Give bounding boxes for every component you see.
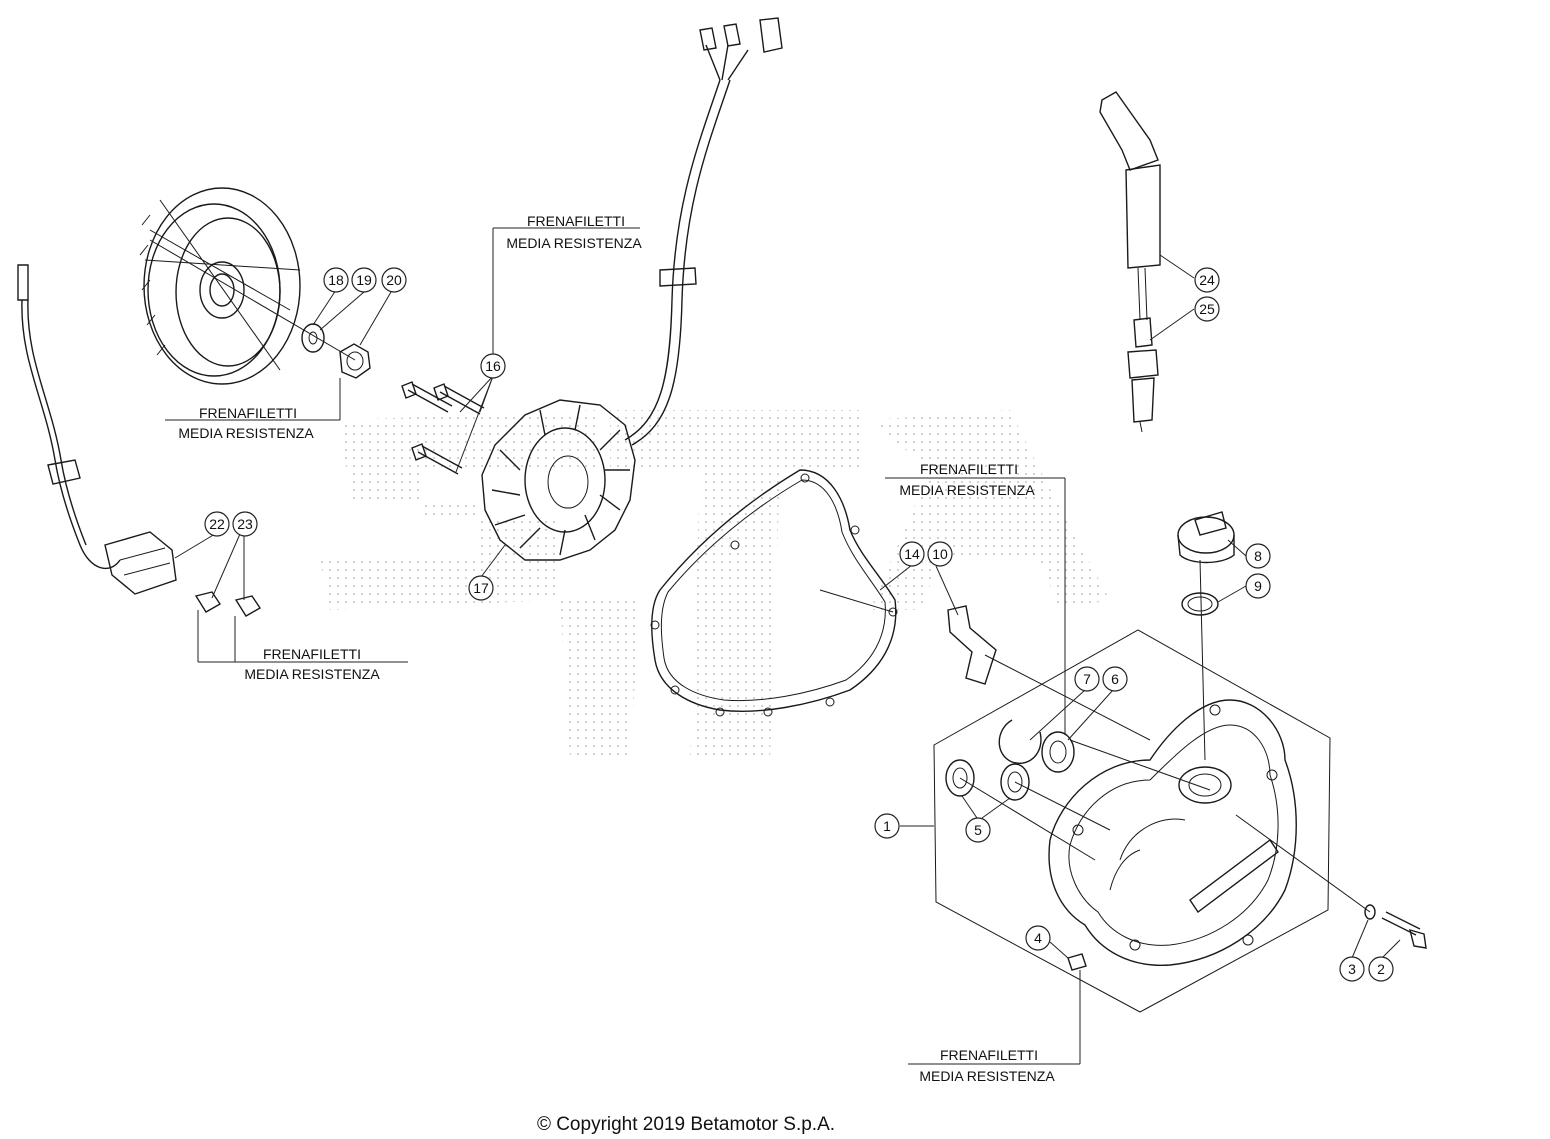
ignition-cap (1099, 91, 1161, 321)
callout-16: 16 (480, 353, 506, 379)
watermark-logo (320, 410, 1110, 760)
callout-1: 1 (874, 813, 900, 839)
svg-text:16: 16 (485, 358, 501, 374)
copyright-text: © Copyright 2019 Betamotor S.p.A. (537, 1114, 835, 1135)
svg-text:6: 6 (1111, 671, 1119, 687)
callout-7: 7 (1074, 666, 1100, 692)
note-line-2: MEDIA RESISTENZA (506, 235, 642, 251)
stator-wire-harness (624, 17, 783, 446)
note-line-2: MEDIA RESISTENZA (919, 1068, 1055, 1084)
callout-5: 5 (965, 817, 991, 843)
callout-3: 3 (1339, 956, 1365, 982)
callout-20: 20 (381, 267, 407, 293)
oil-seal-right (1041, 731, 1075, 773)
callout-19: 19 (351, 267, 377, 293)
callout-24: 24 (1194, 267, 1220, 293)
note-line-1: FRENAFILETTI (920, 461, 1018, 477)
callout-8: 8 (1245, 543, 1271, 569)
svg-text:2: 2 (1377, 961, 1385, 977)
callout-25: 25 (1194, 296, 1220, 322)
svg-text:25: 25 (1199, 301, 1215, 317)
svg-text:23: 23 (237, 516, 253, 532)
svg-text:9: 9 (1254, 578, 1262, 594)
callout-9: 9 (1245, 573, 1271, 599)
note-line-1: FRENAFILETTI (263, 646, 361, 662)
thread-lock-note-4: FRENAFILETTI MEDIA RESISTENZA (899, 461, 1035, 498)
callout-22: 22 (204, 511, 230, 537)
circlip (998, 719, 1042, 764)
note-line-2: MEDIA RESISTENZA (178, 425, 314, 441)
svg-text:14: 14 (904, 546, 920, 562)
note-line-1: FRENAFILETTI (199, 405, 297, 421)
svg-text:18: 18 (328, 272, 344, 288)
note-line-1: FRENAFILETTI (527, 213, 625, 229)
svg-text:4: 4 (1034, 930, 1042, 946)
svg-text:8: 8 (1254, 548, 1262, 564)
oil-seal-middle (1000, 763, 1030, 801)
callout-14: 14 (899, 541, 925, 567)
cover-gasket (650, 469, 898, 717)
callout-23: 23 (232, 511, 258, 537)
svg-text:7: 7 (1083, 671, 1091, 687)
svg-text:20: 20 (386, 272, 402, 288)
note-line-2: MEDIA RESISTENZA (244, 666, 380, 682)
callout-6: 6 (1102, 666, 1128, 692)
oil-cap-oring (1181, 592, 1219, 616)
callout-18: 18 (323, 267, 349, 293)
bolt-washer (1364, 904, 1376, 920)
note-line-1: FRENAFILETTI (940, 1047, 1038, 1063)
note-line-2: MEDIA RESISTENZA (899, 482, 1035, 498)
svg-text:19: 19 (356, 272, 372, 288)
thread-lock-note-3: FRENAFILETTI MEDIA RESISTENZA (244, 646, 380, 682)
svg-text:10: 10 (932, 546, 948, 562)
spark-plug (1127, 317, 1159, 433)
stator-bolts (401, 381, 485, 475)
leader-lines (165, 227, 1401, 1065)
stator-coil (481, 399, 636, 561)
callout-4: 4 (1025, 925, 1051, 951)
svg-text:5: 5 (974, 822, 982, 838)
thread-lock-note-5: FRENAFILETTI MEDIA RESISTENZA (919, 1047, 1055, 1084)
flywheel-rotor (139, 187, 301, 385)
callout-17: 17 (468, 575, 494, 601)
sensor-screw-b (234, 595, 261, 617)
thread-lock-note-2: FRENAFILETTI MEDIA RESISTENZA (178, 405, 314, 441)
kit-outline (933, 629, 1331, 1013)
flywheel-washer (301, 323, 325, 353)
svg-text:17: 17 (473, 580, 489, 596)
assembly-axis-lines (819, 559, 1371, 913)
sensor-screw-a (194, 591, 221, 613)
callout-10: 10 (927, 541, 953, 567)
oil-seal-left (945, 759, 975, 797)
oil-filler-cap (1177, 511, 1235, 564)
flywheel-nut (339, 343, 371, 379)
callout-2: 2 (1368, 956, 1394, 982)
svg-text:1: 1 (883, 818, 891, 834)
svg-text:3: 3 (1348, 961, 1356, 977)
svg-text:22: 22 (209, 516, 225, 532)
ignition-cover (1048, 699, 1297, 967)
thread-lock-note-1: FRENAFILETTI MEDIA RESISTENZA (506, 213, 642, 251)
pickup-sensor (17, 264, 177, 595)
drain-plug (1067, 953, 1087, 971)
clip-bracket (947, 605, 997, 685)
svg-text:24: 24 (1199, 272, 1215, 288)
cover-bolt (1381, 911, 1427, 949)
